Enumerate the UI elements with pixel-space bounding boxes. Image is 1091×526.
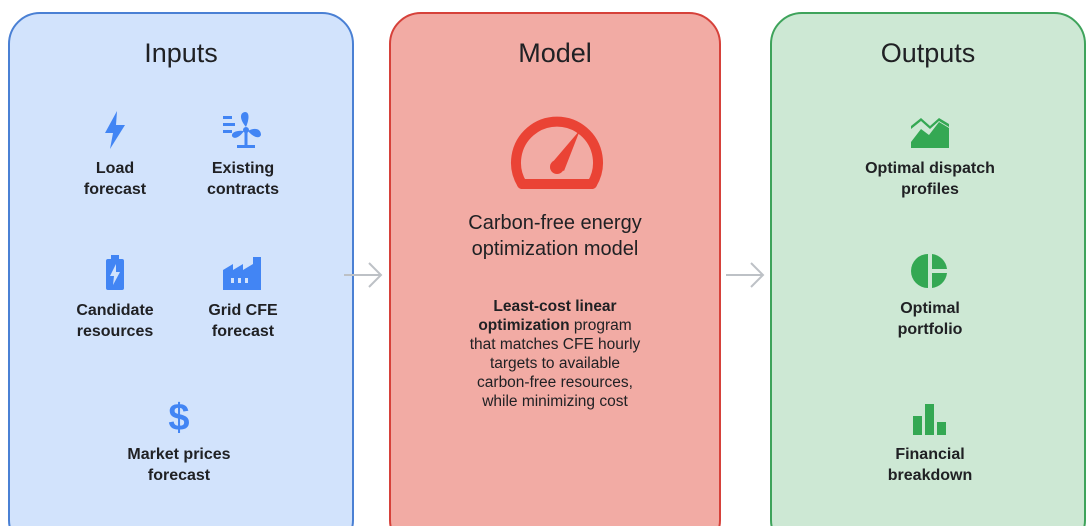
input-label-line1: Existing	[211, 160, 275, 177]
pie-chart-icon	[911, 254, 947, 288]
input-label-line1: Grid CFE	[208, 302, 278, 319]
input-existing-contracts: Existing contracts	[168, 110, 318, 200]
desc-bold-2: optimization	[478, 317, 570, 334]
model-subtitle-line2: optimization model	[471, 238, 639, 260]
model-panel: Model Carbon-free energy optimization mo…	[389, 12, 721, 526]
input-label-line2: contracts	[206, 181, 280, 198]
input-label-line2: resources	[76, 323, 154, 340]
input-label-line1: Market prices	[127, 446, 231, 463]
output-label-line1: Optimal dispatch	[865, 160, 995, 177]
input-label-line2: forecast	[211, 323, 275, 340]
model-description: Least-cost linear optimization program t…	[436, 297, 674, 411]
dollar-sign-icon: $	[168, 397, 189, 436]
bar-chart-icon	[913, 404, 946, 435]
lightning-bolt-icon	[105, 111, 125, 149]
input-label-line1: Load	[95, 160, 135, 177]
output-label-line1: Optimal	[900, 300, 960, 317]
svg-text:$: $	[168, 397, 189, 436]
output-financial-breakdown: Financial breakdown	[845, 402, 1015, 486]
factory-icon	[223, 257, 261, 290]
desc-bold-1: Least-cost linear	[493, 298, 617, 315]
desc-rest-1: program	[569, 317, 632, 334]
arrow-right-icon	[726, 262, 765, 288]
input-label-line2: forecast	[147, 467, 211, 484]
output-optimal-portfolio: Optimal portfolio	[845, 252, 1015, 340]
input-label-line1: Candidate	[76, 302, 154, 319]
area-chart-icon	[911, 118, 949, 148]
input-label-line2: forecast	[83, 181, 147, 198]
desc-line4: targets to available	[489, 355, 621, 372]
input-candidate-resources: Candidate resources	[40, 254, 190, 342]
input-grid-cfe-forecast: Grid CFE forecast	[168, 254, 318, 342]
output-optimal-dispatch-profiles: Optimal dispatch profiles	[845, 116, 1015, 200]
desc-line5: carbon-free resources,	[477, 374, 633, 391]
inputs-title: Inputs	[144, 38, 218, 68]
outputs-title: Outputs	[880, 38, 976, 68]
model-title: Model	[518, 38, 592, 68]
arrow-right-icon	[344, 262, 383, 288]
output-label-line2: portfolio	[897, 321, 963, 338]
output-label-line2: breakdown	[887, 467, 973, 484]
input-market-prices-forecast: $ Market prices forecast	[104, 396, 254, 486]
desc-line6: while minimizing cost	[482, 393, 628, 410]
model-subtitle: Carbon-free energy optimization model	[411, 210, 699, 262]
output-label-line2: profiles	[901, 181, 959, 198]
desc-line3: that matches CFE hourly	[469, 336, 641, 353]
output-label-line1: Financial	[895, 446, 965, 463]
outputs-panel: Outputs Optimal dispatch profiles Optimal…	[770, 12, 1086, 526]
input-load-forecast: Load forecast	[40, 110, 190, 200]
model-subtitle-line1: Carbon-free energy	[468, 212, 642, 234]
speedometer-gauge-icon	[511, 116, 603, 189]
wind-turbine-icon	[223, 112, 261, 148]
inputs-panel: Inputs Load forecast Existing contracts Ca…	[8, 12, 354, 526]
battery-charging-icon	[106, 255, 124, 290]
